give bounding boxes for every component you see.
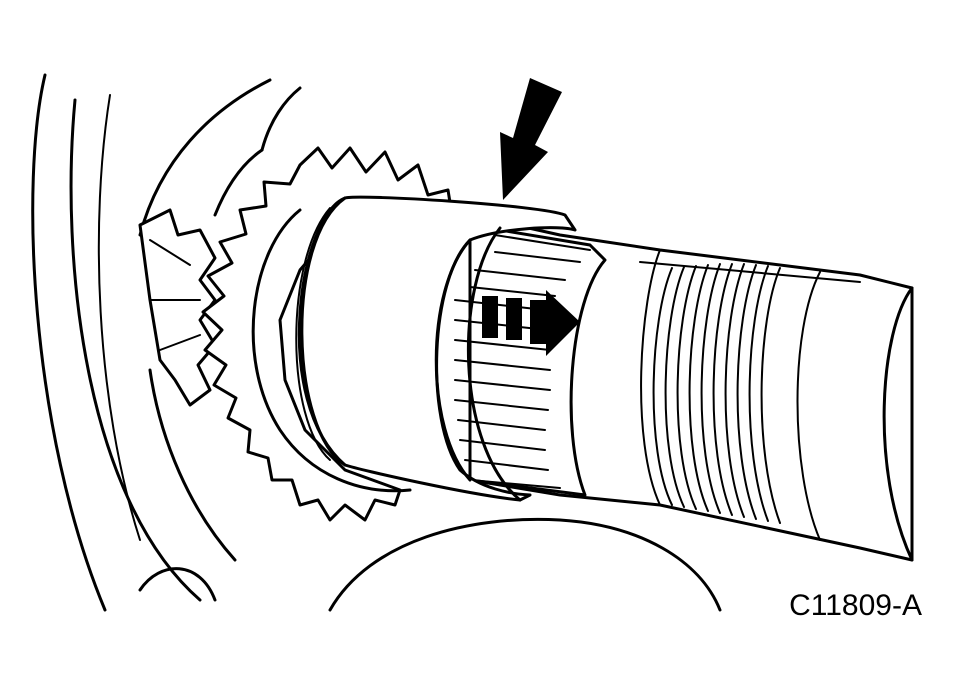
shaft-splines	[454, 223, 607, 497]
bearing-sleeve	[295, 195, 577, 502]
side-gear	[201, 146, 454, 522]
figure-code-label: C11809-A	[789, 589, 922, 622]
arrow-down-left-icon	[500, 78, 562, 200]
arrow-right-icon	[482, 290, 580, 356]
ring-gear	[138, 208, 217, 407]
shaft-threads	[652, 263, 781, 524]
differential-housing	[31, 73, 722, 612]
